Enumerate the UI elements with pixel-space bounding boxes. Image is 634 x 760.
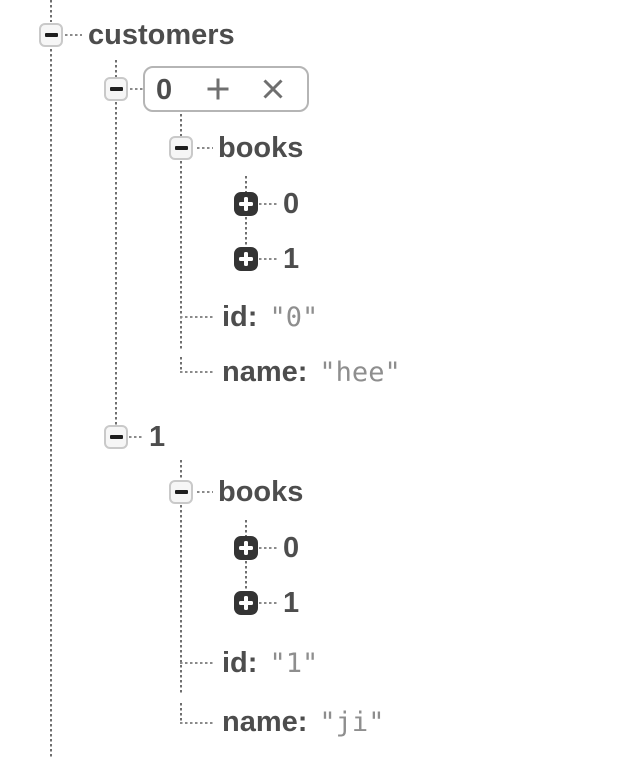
expand-plus-icon — [243, 596, 249, 610]
tree-guide-line — [179, 661, 213, 665]
node-label-customers[interactable]: customers — [88, 19, 235, 51]
tree-guide-line — [179, 460, 183, 480]
tree-guide-line — [114, 60, 118, 77]
tree-guide-line — [244, 561, 248, 591]
node-label-books[interactable]: books — [218, 476, 304, 508]
tree-guide-line — [259, 601, 277, 605]
delete-node-button[interactable] — [259, 75, 287, 103]
tree-guide-line — [179, 114, 183, 136]
tree-guide-line — [179, 703, 183, 722]
node-label-books[interactable]: books — [218, 132, 304, 164]
expand-toggle-book-1[interactable] — [234, 247, 258, 271]
close-icon — [263, 79, 283, 99]
tree-guide-line — [244, 176, 248, 192]
field-row-name: name: "ji" — [222, 704, 384, 740]
tree-guide-line — [244, 217, 248, 247]
tree-guide-line — [65, 33, 82, 37]
field-key: name: — [222, 706, 308, 738]
tree-guide-line — [259, 257, 277, 261]
field-value[interactable]: "ji" — [319, 707, 385, 738]
collapse-minus-icon — [174, 490, 188, 494]
expand-plus-icon — [243, 252, 249, 266]
collapse-minus-icon — [109, 435, 123, 439]
node-label-book-item[interactable]: 0 — [283, 532, 300, 564]
field-row-id: id: "1" — [222, 645, 318, 681]
tree-guide-line — [259, 546, 277, 550]
node-label-book-item[interactable]: 0 — [283, 188, 300, 220]
collapse-minus-icon — [44, 33, 58, 37]
tree-guide-line — [244, 520, 248, 536]
plus-icon — [207, 78, 229, 100]
node-label-item-1[interactable]: 1 — [149, 421, 166, 453]
expand-plus-icon — [243, 541, 249, 555]
collapse-minus-icon — [174, 146, 188, 150]
node-label-book-item[interactable]: 1 — [283, 243, 300, 275]
node-label-book-item[interactable]: 1 — [283, 587, 300, 619]
field-value[interactable]: "0" — [269, 302, 319, 333]
tree-guide-line — [114, 102, 118, 425]
tree-guide-line — [129, 435, 144, 439]
expand-toggle-book-1[interactable] — [234, 591, 258, 615]
add-child-button[interactable] — [204, 75, 232, 103]
field-row-name: name: "hee" — [222, 354, 401, 390]
selected-node-toolbar[interactable]: 0 — [143, 66, 309, 112]
tree-guide-line — [179, 315, 213, 319]
tree-guide-line — [197, 490, 213, 494]
tree-guide-line — [179, 357, 183, 373]
collapse-toggle-item-1[interactable] — [104, 425, 128, 449]
collapse-toggle-books-1[interactable] — [169, 480, 193, 504]
field-key: name: — [222, 356, 308, 388]
expand-toggle-book-0[interactable] — [234, 192, 258, 216]
collapse-toggle-books-0[interactable] — [169, 136, 193, 160]
field-key: id: — [222, 647, 258, 679]
collapse-toggle-customers[interactable] — [39, 23, 63, 47]
field-value[interactable]: "1" — [269, 648, 319, 679]
tree-guide-line — [49, 49, 53, 758]
tree-guide-line — [259, 202, 277, 206]
expand-toggle-book-0[interactable] — [234, 536, 258, 560]
collapse-toggle-item-0[interactable] — [104, 77, 128, 101]
tree-guide-line — [49, 0, 53, 22]
field-key: id: — [222, 301, 258, 333]
tree-guide-line — [179, 370, 213, 374]
tree-guide-line — [197, 146, 213, 150]
tree-guide-line — [179, 721, 213, 725]
field-row-id: id: "0" — [222, 299, 318, 335]
tree-guide-line — [179, 505, 183, 693]
node-label-item-0: 0 — [156, 74, 173, 106]
tree-guide-line — [130, 87, 143, 91]
field-value[interactable]: "hee" — [319, 357, 401, 388]
collapse-minus-icon — [109, 87, 123, 91]
tree-guide-line — [179, 161, 183, 349]
expand-plus-icon — [243, 197, 249, 211]
